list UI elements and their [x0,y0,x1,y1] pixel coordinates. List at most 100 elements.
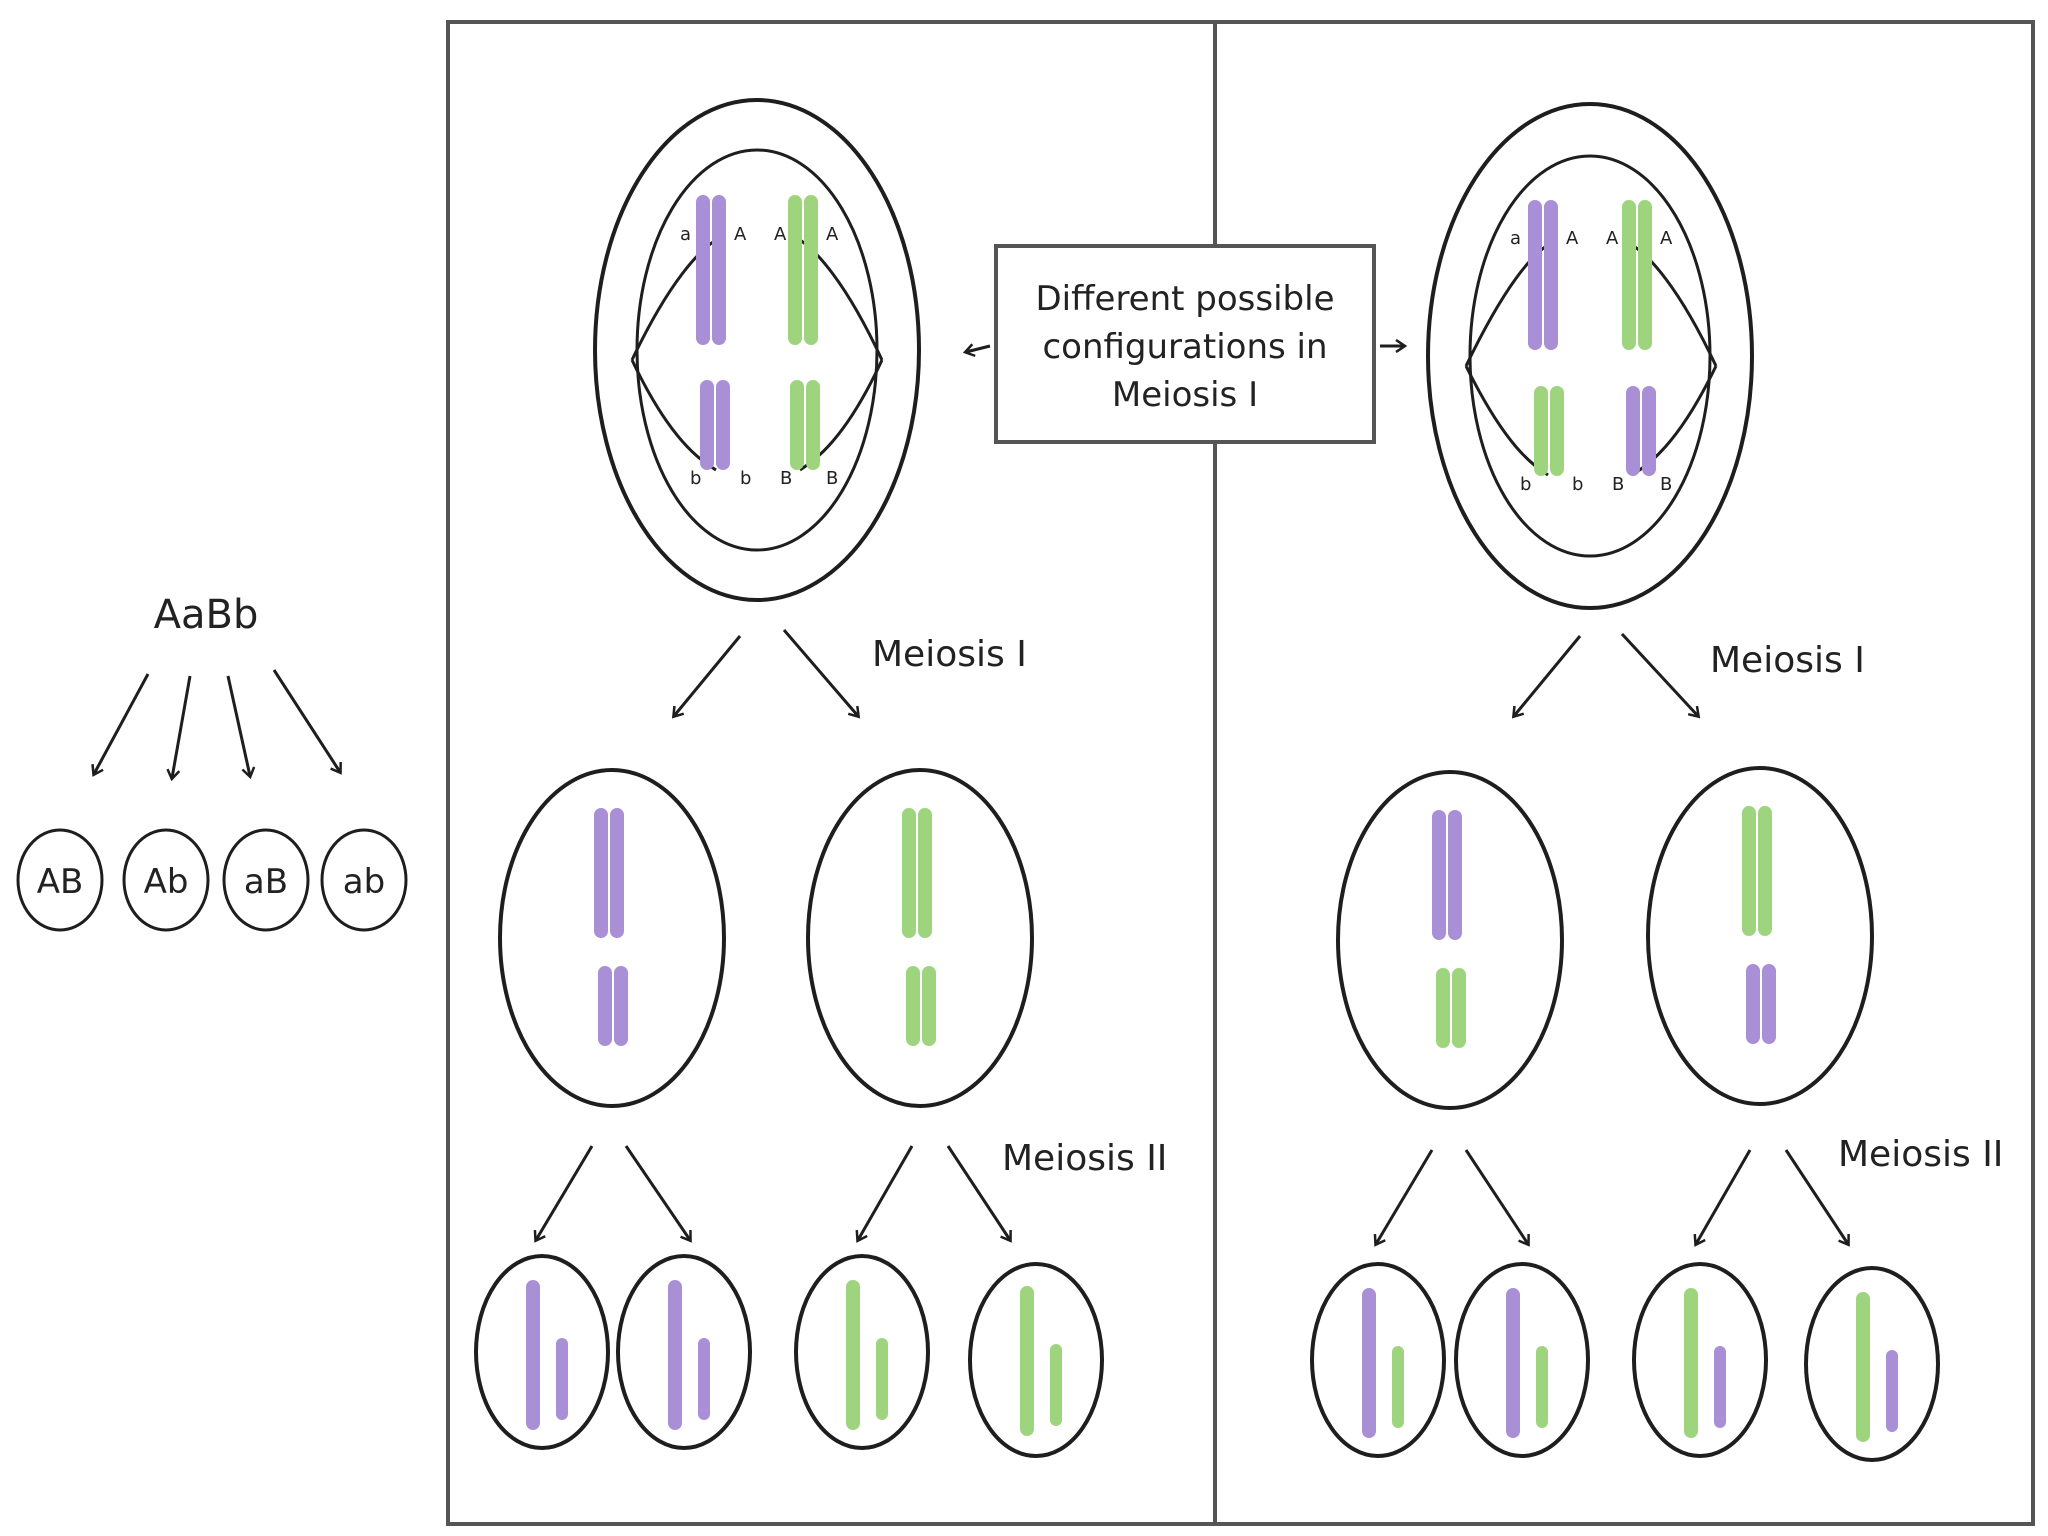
cell-membrane [806,768,1034,1108]
chromosome-short-green [1534,386,1564,476]
cell-membrane [1426,102,1754,610]
chromosome-short-green [1436,968,1466,1048]
chromosome-long-purple [696,195,726,345]
nuclear-region [635,148,879,552]
allele-label-A: A [734,224,747,245]
meiosis2-arrow [1376,1149,1434,1244]
allele-label-B: B [1660,474,1672,495]
chromatid-short-green [876,1338,888,1420]
callout-line-1: Different possible [1035,279,1334,319]
allele-label-B: B [826,468,838,489]
chromosome-long-purple [594,808,624,938]
arrow-to-gamete-AB [94,673,150,774]
allele-label-a: a [680,224,691,245]
right-gamete-4 [1804,1266,1940,1462]
parent-genotype: AaBb [154,592,259,638]
chromatid-short-purple [1886,1350,1898,1432]
allele-label-a: a [1510,228,1521,249]
meiosis1-arrow-right-b [1620,632,1698,716]
cell-membrane [1632,1262,1768,1458]
chromatid-long-purple [526,1280,540,1430]
cell-membrane [1646,766,1874,1106]
left-gamete-1 [474,1254,610,1450]
callout-box [994,244,1376,444]
meiosis-2-label-right: Meiosis II [1838,1134,2003,1175]
gamete-circle-AB [16,828,104,932]
left-product-cell-1 [498,768,726,1108]
gamete-label-ab: ab [343,862,385,902]
cell-membrane [474,1254,610,1450]
left-panel: a A A A b b B B Meiosis I Meiosis II [474,98,1167,1458]
left-gamete-3 [794,1254,930,1450]
chromosome-short-purple [1746,964,1776,1044]
meiosis1-arrow-left-b [782,629,858,716]
right-product-cell-2 [1646,766,1874,1106]
chromatid-short-purple [1714,1346,1726,1428]
callout-line-3: Meiosis I [1112,375,1258,415]
panel-frame [446,20,2035,1526]
chromatid-long-purple [668,1280,682,1430]
allele-label-A: A [1606,228,1619,249]
nuclear-region [1468,154,1712,558]
right-metaphase-cell: a A A A b b B B [1426,102,1754,610]
chromatid-long-green [1020,1286,1034,1436]
chromosome-short-purple [1626,386,1656,476]
allele-label-b: b [740,468,751,489]
meiosis-1-label-left: Meiosis I [872,634,1027,675]
chromatid-long-green [1856,1292,1870,1442]
spindle-fiber [799,359,884,472]
chromosome-short-purple [700,380,730,470]
gamete-circle-ab [320,828,408,932]
cell-membrane [593,98,921,602]
chromatid-long-purple [1362,1288,1376,1438]
chromatid-long-green [846,1280,860,1430]
meiosis1-arrow-right-a [1514,635,1582,716]
right-panel: a A A A b b B B Meiosis I Meiosis II [1310,102,2003,1462]
right-gamete-3 [1632,1262,1768,1458]
cell-membrane [1336,770,1564,1110]
meiosis2-arrow [946,1145,1010,1240]
chromosome-long-purple [1432,810,1462,940]
allele-label-A: A [774,224,787,245]
cell-membrane [1454,1262,1590,1458]
gamete-label-Ab: Ab [144,862,189,902]
cell-membrane [1310,1262,1446,1458]
chromatid-short-purple [698,1338,710,1420]
meiosis2-arrow [1696,1149,1752,1244]
chromatid-short-green [1392,1346,1404,1428]
left-product-cell-2 [806,768,1034,1108]
gamete-circle-aB [222,828,310,932]
gamete-circle-Ab [122,828,210,932]
chromosome-short-green [906,966,936,1046]
meiosis-1-label-right: Meiosis I [1710,640,1865,681]
meiosis2-arrow [858,1145,914,1240]
allele-label-b: b [1572,474,1583,495]
left-gamete-4 [968,1262,1104,1458]
cell-membrane [498,768,726,1108]
chromosome-short-purple [598,966,628,1046]
chromosome-long-green [788,195,818,345]
right-product-cell-1 [1336,770,1564,1110]
gamete-label-AB: AB [37,862,84,902]
allele-label-B: B [780,468,792,489]
chromosome-long-green [1742,806,1772,936]
chromosome-long-green [902,808,932,938]
chromatid-long-purple [1506,1288,1520,1438]
chromosome-short-green [790,380,820,470]
allele-label-A: A [826,224,839,245]
right-gamete-2 [1454,1262,1590,1458]
chromosome-long-green [1622,200,1652,350]
cell-membrane [794,1254,930,1450]
meiosis2-arrow [1464,1149,1528,1244]
allele-label-b: b [1520,474,1531,495]
allele-label-A: A [1566,228,1579,249]
meiosis1-arrow-left-a [674,635,742,716]
chromatid-short-green [1536,1346,1548,1428]
callout: Different possible configurations in Mei… [966,244,1404,444]
arrow-to-gamete-ab [272,669,340,772]
left-metaphase-cell: a A A A b b B B [593,98,921,602]
chromatid-short-purple [556,1338,568,1420]
allele-label-B: B [1612,474,1624,495]
left-gamete-2 [616,1254,752,1450]
